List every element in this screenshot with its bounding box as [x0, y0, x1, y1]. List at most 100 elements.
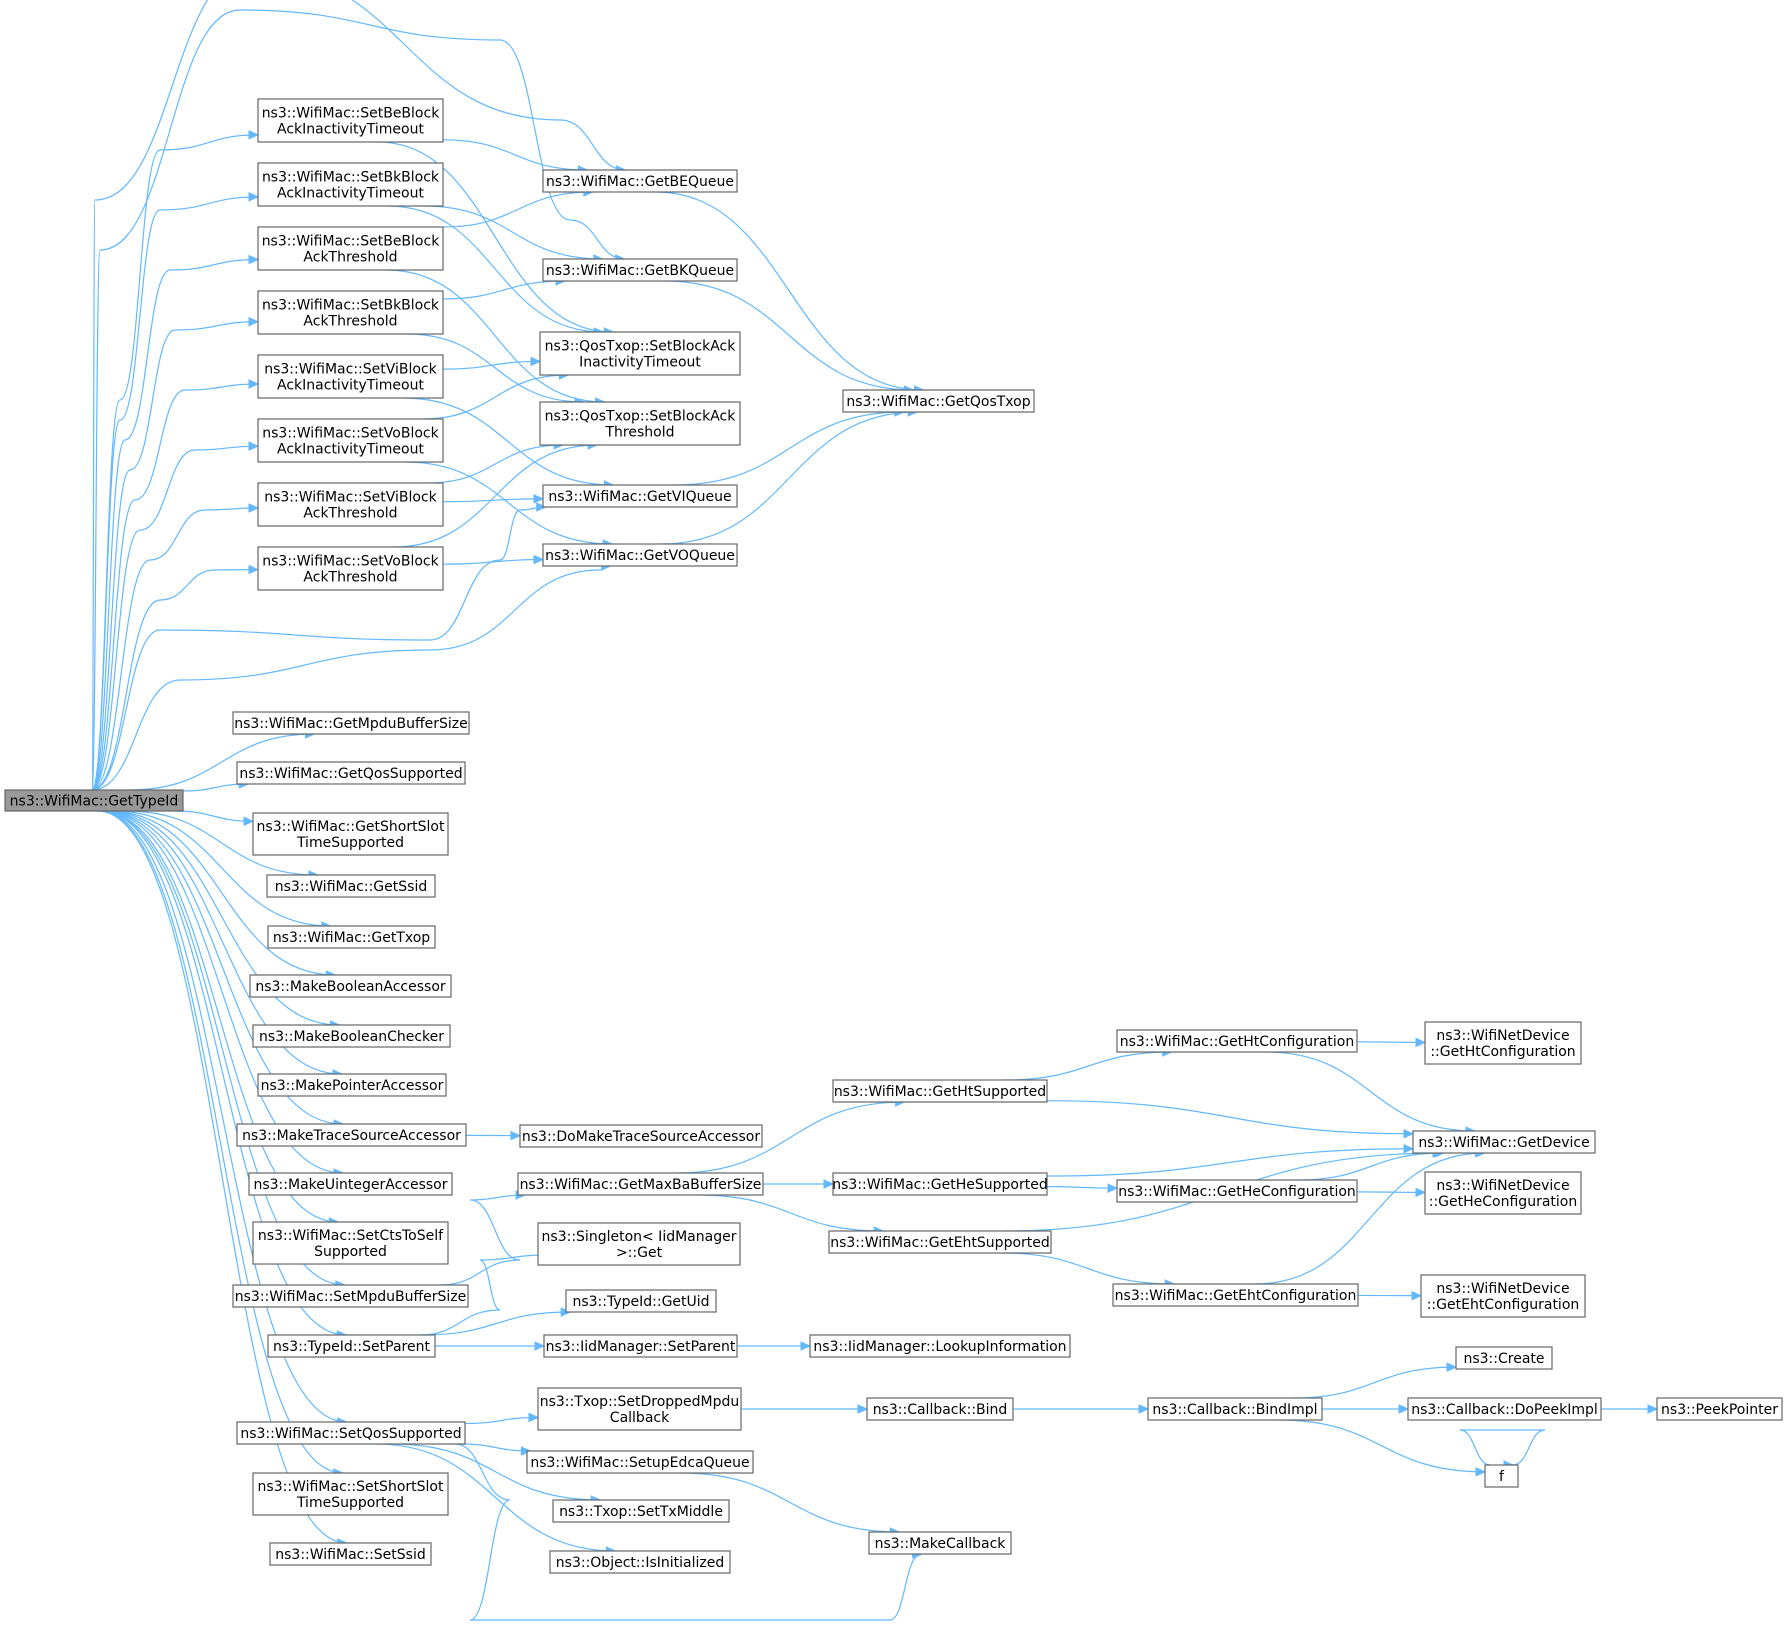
node-label: ns3::WifiMac::GetVOQueue — [545, 548, 735, 564]
node-box — [565, 1289, 717, 1313]
edge-arrowhead — [510, 1130, 522, 1141]
node-label: ns3::WifiMac::GetQosSupported — [239, 766, 462, 782]
edge-line — [402, 397, 614, 486]
node-ns3-wifimac-setupedcaqueue[interactable]: ns3::WifiMac::SetupEdcaQueue — [526, 1450, 754, 1474]
node-ns3-iidmanager-setparent[interactable]: ns3::IidManager::SetParent — [543, 1334, 738, 1358]
edge-root-to-setVoBaInact — [91, 441, 260, 791]
node-ns3-iidmanager-lookupinformation[interactable]: ns3::IidManager::LookupInformation — [809, 1334, 1071, 1358]
node-ns3-makebooleanaccessor[interactable]: ns3::MakeBooleanAccessor — [249, 974, 452, 998]
node-ns3-makeuintegeraccessor[interactable]: ns3::MakeUintegerAccessor — [248, 1172, 453, 1196]
node-box — [1656, 1397, 1783, 1421]
edge-line — [460, 1443, 531, 1452]
edge-line — [91, 258, 259, 791]
node-ns3-object-isinitialized[interactable]: ns3::Object::IsInitialized — [549, 1550, 731, 1574]
node-ns3-callback-dopeekimpl[interactable]: ns3::Callback::DoPeekImpl — [1407, 1397, 1602, 1421]
edge-line — [1046, 1100, 1414, 1135]
node-ns3-wifimac-getehtconfiguration[interactable]: ns3::WifiMac::GetEhtConfiguration — [1112, 1283, 1359, 1307]
node-ns3-wifimac-setssid[interactable]: ns3::WifiMac::SetSsid — [269, 1542, 432, 1566]
edge-setMpduBuf-to-getMaxBaBuf — [439, 1190, 527, 1286]
edge-line — [442, 280, 566, 300]
node-ns3-typeid-getuid[interactable]: ns3::TypeId::GetUid — [565, 1289, 717, 1313]
node-label: ns3::Txop::SetDroppedMpdu — [540, 1394, 740, 1410]
edge-root-to-getVIQueue — [91, 502, 547, 791]
node-ns3-wifimac-getheconfiguration[interactable]: ns3::WifiMac::GetHeConfiguration — [1116, 1179, 1358, 1203]
node-ns3-wifimac-gethesupported[interactable]: ns3::WifiMac::GetHeSupported — [832, 1172, 1048, 1196]
node-box — [1420, 1274, 1586, 1318]
node-ns3-peekpointer[interactable]: ns3::PeekPointer — [1656, 1397, 1783, 1421]
node-ns3-callback-bind[interactable]: ns3::Callback::Bind — [866, 1397, 1014, 1421]
node-ns3-wifimac-gethtsupported[interactable]: ns3::WifiMac::GetHtSupported — [832, 1079, 1048, 1103]
node-ns3-wifimac-getvoqueue[interactable]: ns3::WifiMac::GetVOQueue — [542, 543, 738, 567]
node-label: Callback — [610, 1410, 670, 1426]
node-label: ns3::WifiMac::GetHtConfiguration — [1120, 1034, 1354, 1050]
edge-arrowhead — [800, 1341, 812, 1351]
node-ns3-wifimac-getdevice[interactable]: ns3::WifiMac::GetDevice — [1412, 1130, 1596, 1154]
node-ns3-wifimac-getmaxbabuffersize[interactable]: ns3::WifiMac::GetMaxBaBufferSize — [517, 1172, 764, 1196]
node-ns3-singleton-iidmanager-get[interactable]: ns3::Singleton< IidManager>::Get — [537, 1222, 741, 1266]
node-ns3-wifimac-setmpdubuffersize[interactable]: ns3::WifiMac::SetMpduBufferSize — [232, 1284, 469, 1308]
edge-arrowhead — [1403, 1129, 1415, 1139]
node-ns3-wifimac-setvoblock-ackinactivitytimeout[interactable]: ns3::WifiMac::SetVoBlockAckInactivityTim… — [257, 418, 444, 463]
edge-line — [91, 9, 625, 791]
node-ns3-wifimac-getehtsupported[interactable]: ns3::WifiMac::GetEhtSupported — [828, 1230, 1052, 1254]
node-ns3-makebooleanchecker[interactable]: ns3::MakeBooleanChecker — [252, 1024, 451, 1048]
node-ns3-domaketracesourceaccessor[interactable]: ns3::DoMakeTraceSourceAccessor — [519, 1124, 763, 1148]
node-ns3-wifimac-getssid[interactable]: ns3::WifiMac::GetSsid — [266, 874, 436, 898]
node-ns3-wifinetdevice-getheconfiguration[interactable]: ns3::WifiNetDevice::GetHeConfiguration — [1424, 1171, 1582, 1215]
node-label: ns3::WifiMac::GetEhtSupported — [830, 1235, 1050, 1251]
edge-arrowhead — [1411, 1290, 1423, 1301]
node-ns3-qostxop-setblockack-inactivitytimeout[interactable]: ns3::QosTxop::SetBlockAckInactivityTimeo… — [539, 331, 741, 376]
node-ns3-wifimac-gettypeid[interactable]: ns3::WifiMac::GetTypeId — [4, 789, 184, 812]
node-ns3-create[interactable]: ns3::Create — [1455, 1346, 1553, 1370]
node-ns3-wifimac-setviblock-ackinactivitytimeout[interactable]: ns3::WifiMac::SetViBlockAckInactivityTim… — [257, 354, 444, 399]
node-label: ns3::WifiMac::SetViBlock — [264, 362, 437, 378]
node-ns3-makecallback[interactable]: ns3::MakeCallback — [868, 1531, 1012, 1555]
node-label: ns3::Callback::Bind — [873, 1402, 1008, 1418]
edge-line — [103, 810, 343, 1075]
node-ns3-typeid-setparent[interactable]: ns3::TypeId::SetParent — [267, 1334, 436, 1358]
node-ns3-wifimac-getqostxop[interactable]: ns3::WifiMac::GetQosTxop — [842, 389, 1035, 413]
edge-line — [91, 321, 259, 791]
edge-line — [1005, 1051, 1172, 1081]
node-label: ns3::WifiMac::SetBeBlock — [262, 106, 441, 122]
node-ns3-wifinetdevice-gethtconfiguration[interactable]: ns3::WifiNetDevice::GetHtConfiguration — [1424, 1021, 1582, 1065]
node-label: ns3::WifiMac::GetHtSupported — [834, 1084, 1046, 1100]
edge-line — [391, 1443, 601, 1501]
node-box — [539, 331, 741, 376]
node-ns3-wifimac-setqossupported[interactable]: ns3::WifiMac::SetQosSupported — [236, 1421, 466, 1445]
node-ns3-wifimac-setbkblock-ackinactivitytimeout[interactable]: ns3::WifiMac::SetBkBlockAckInactivityTim… — [257, 162, 444, 207]
edge-line — [91, 568, 259, 791]
node-ns3-maketracesourceaccessor[interactable]: ns3::MakeTraceSourceAccessor — [236, 1123, 467, 1147]
node-ns3-wifimac-setbeblock-ackinactivitytimeout[interactable]: ns3::WifiMac::SetBeBlockAckInactivityTim… — [257, 98, 444, 143]
edge-line — [654, 191, 924, 391]
node-box — [1116, 1179, 1358, 1203]
node-f[interactable]: f — [1484, 1464, 1519, 1488]
node-label: ns3::WifiMac::GetQosTxop — [846, 394, 1030, 410]
node-ns3-wifimac-gettxop[interactable]: ns3::WifiMac::GetTxop — [267, 925, 436, 949]
node-ns3-wifinetdevice-getehtconfiguration[interactable]: ns3::WifiNetDevice::GetEhtConfiguration — [1420, 1274, 1586, 1318]
node-ns3-wifimac-getbequeue[interactable]: ns3::WifiMac::GetBEQueue — [542, 169, 738, 193]
edge-line — [423, 205, 603, 260]
node-ns3-wifimac-getviqueue[interactable]: ns3::WifiMac::GetVIQueue — [542, 484, 738, 508]
node-ns3-callback-bindimpl[interactable]: ns3::Callback::BindImpl — [1147, 1397, 1323, 1421]
node-label: f — [1499, 1469, 1505, 1485]
node-box — [236, 1421, 466, 1445]
node-ns3-txop-settxmiddle[interactable]: ns3::Txop::SetTxMiddle — [552, 1499, 730, 1523]
edge-arrowhead — [1398, 1404, 1410, 1414]
node-ns3-makepointeraccessor[interactable]: ns3::MakePointerAccessor — [257, 1073, 447, 1097]
node-ns3-wifimac-getqossupported[interactable]: ns3::WifiMac::GetQosSupported — [236, 761, 466, 785]
node-ns3-wifimac-getmpdubuffersize[interactable]: ns3::WifiMac::GetMpduBufferSize — [232, 711, 470, 735]
node-ns3-wifimac-getbkqueue[interactable]: ns3::WifiMac::GetBKQueue — [542, 258, 738, 282]
node-ns3-wifimac-gethtconfiguration[interactable]: ns3::WifiMac::GetHtConfiguration — [1116, 1029, 1358, 1053]
edge-line — [174, 810, 254, 822]
edge-line — [91, 507, 259, 791]
